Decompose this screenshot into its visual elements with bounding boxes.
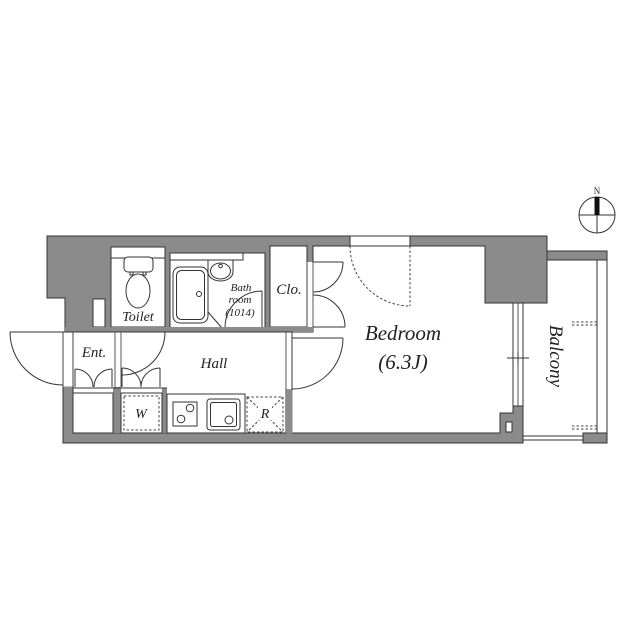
hall: W R Ent. Hall [9,331,344,434]
sink-basin [210,402,237,427]
pipe-shaft-small [505,421,513,433]
shoe-cabinet [72,392,114,434]
bath-shelf [170,253,244,261]
balcony-corner-wall [582,432,608,444]
bathroom: Bath room (1014) [169,252,266,329]
bedroom-door-swing [291,337,344,390]
partition-wall [65,327,313,332]
balcony-top-wall [546,250,608,261]
refrigerator-label-bg [258,405,272,420]
cabinet-divider-wall [162,388,167,433]
bath-step-line [207,300,223,329]
bathroom-label-line1: Bath [231,282,252,294]
toilet-hinge-icon [142,271,147,276]
north-arrow-icon [594,197,600,215]
bathroom-label-line2: room [229,294,252,306]
pipe-shaft [92,298,106,328]
refrigerator-label: R [260,407,270,422]
bathtub-drain-icon [196,291,202,297]
sink-drain-icon [224,415,234,425]
toilet-label: Toilet [122,310,154,325]
hall-label: Hall [200,356,228,372]
window-top [349,235,411,247]
closet-floor [269,245,308,328]
washbasin-faucet-icon [218,263,223,269]
burner-icon [176,414,186,424]
closet-label: Clo. [276,282,301,298]
closet-door-opening [307,262,314,327]
compass-icon: N [578,186,616,234]
closet-door-swing [312,261,344,293]
shoe-cabinet-door-swing [93,368,113,388]
washbasin-bowl [210,262,231,280]
bedroom-size: (6.3J) [378,350,428,374]
burner-icon [185,403,195,413]
toilet-room: Toilet [110,246,166,328]
balcony-label: Balcony [545,325,566,388]
washer-outline [123,395,160,431]
refrigerator-space [246,396,284,433]
washer-label: W [135,407,148,422]
bathroom-label-line3: (1014) [225,307,255,319]
compass-north-label: N [594,186,601,196]
window-door-swing [349,245,411,307]
toilet-hinge-icon [129,271,134,276]
refrigerator-diagonal [246,396,284,433]
entrance-label: Ent. [81,345,107,361]
bedroom-label: Bedroom [365,321,441,345]
closet-door-swing [312,294,346,328]
closet: Clo. [269,245,308,328]
refrigerator-diagonal [246,396,284,433]
entrance-door-opening [63,332,73,387]
toilet-tank-icon [123,256,154,273]
washer-space [120,392,163,434]
bathtub-inner [176,270,205,320]
cabinet-divider-wall [113,387,121,433]
washer-door-swing [140,367,161,388]
entrance-door-swing [9,331,64,386]
balcony: Balcony [523,250,608,444]
shoe-cabinet-door-swing [74,368,94,388]
toilet-bowl-icon [125,273,151,309]
bedroom: Bedroom (6.3J) [65,245,529,434]
bathroom-door-swing [224,290,263,329]
toilet-door-swing [120,331,166,376]
hall-right-wall [286,390,293,433]
